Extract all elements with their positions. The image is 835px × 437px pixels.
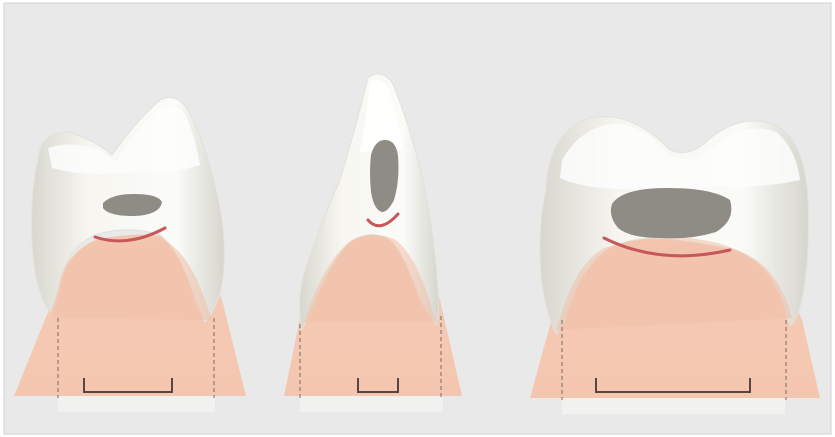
pulp-cavity	[611, 188, 732, 238]
tooth-molar-large	[530, 117, 820, 414]
root-base	[58, 395, 215, 412]
root-base	[562, 398, 785, 414]
root-base	[300, 396, 443, 412]
